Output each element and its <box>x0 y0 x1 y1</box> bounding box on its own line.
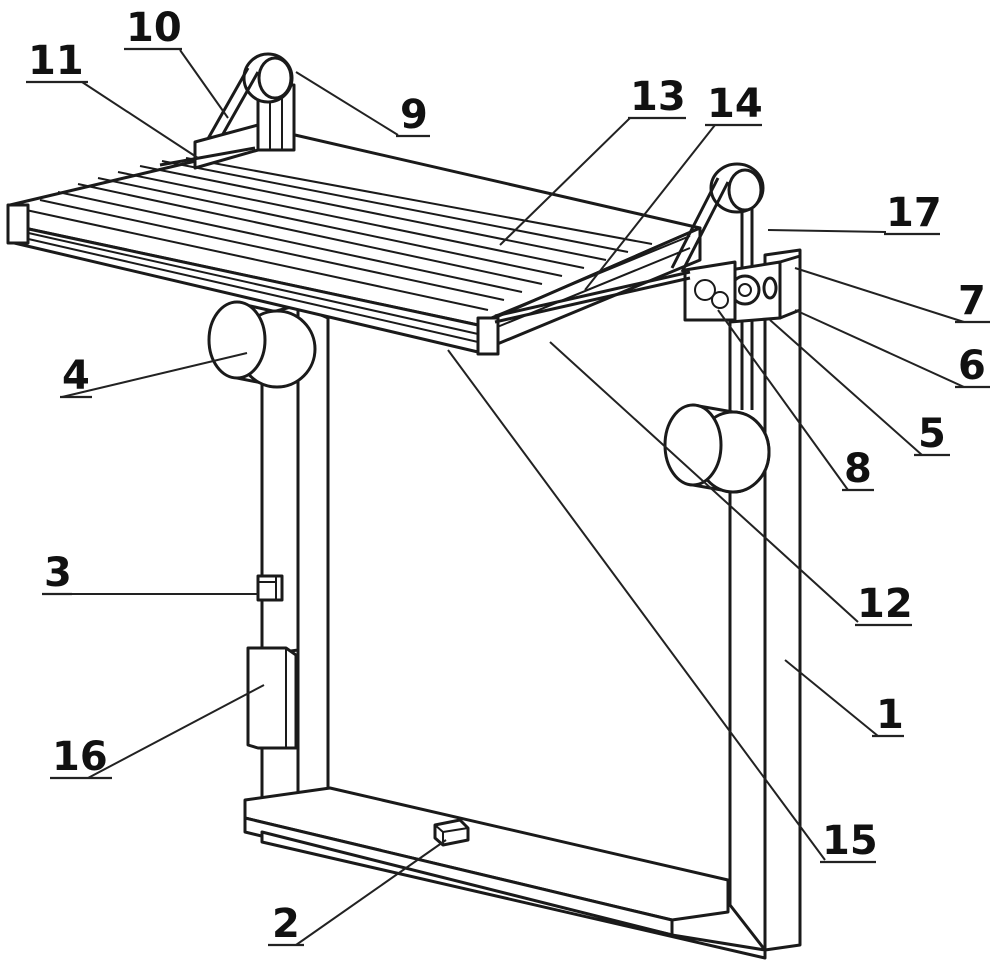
control-box <box>246 646 298 750</box>
callout-14: 14 <box>707 81 763 127</box>
callout-8: 8 <box>844 446 872 492</box>
base-sensor <box>433 818 470 847</box>
callout-16: 16 <box>52 734 108 780</box>
left-pulley-tower <box>159 52 296 170</box>
callout-13: 13 <box>630 74 686 120</box>
callout-6: 6 <box>958 343 986 389</box>
callout-2: 2 <box>272 901 300 947</box>
callout-7: 7 <box>958 278 986 324</box>
callout-12: 12 <box>857 581 913 627</box>
callout-9: 9 <box>400 92 428 138</box>
base-plate <box>243 786 767 960</box>
callout-4: 4 <box>62 353 90 399</box>
callout-10: 10 <box>126 5 182 51</box>
callout-1: 1 <box>876 692 904 738</box>
leader-lines <box>44 49 965 946</box>
callout-labels: 1 2 3 4 5 6 7 8 9 10 11 12 13 14 15 16 1… <box>28 5 986 947</box>
rack-platform <box>6 133 702 356</box>
callout-11: 11 <box>28 38 84 84</box>
right-cylinder <box>663 403 771 494</box>
callout-15: 15 <box>822 818 878 864</box>
right-pulley-tower <box>494 162 802 324</box>
callout-5: 5 <box>918 411 946 457</box>
callout-underlines <box>26 47 990 947</box>
callout-17: 17 <box>886 190 942 236</box>
callout-3: 3 <box>44 550 72 596</box>
column-switch <box>256 574 284 602</box>
